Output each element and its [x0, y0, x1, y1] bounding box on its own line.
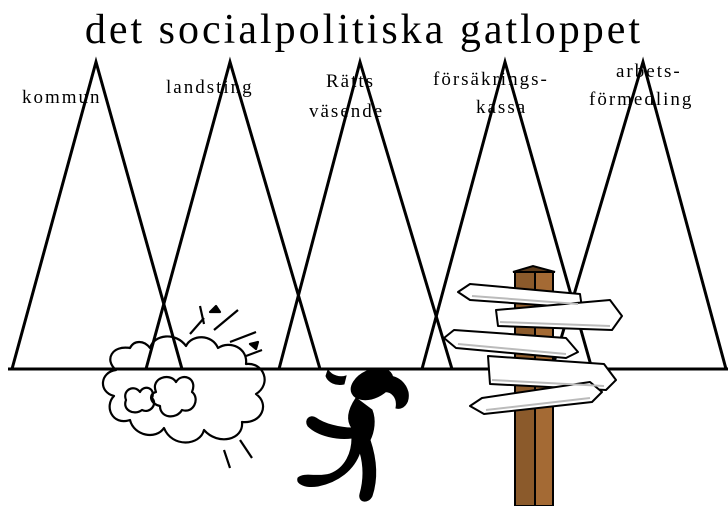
label-kommun: kommun: [22, 87, 102, 108]
label-arbets-line1: arbets-: [616, 61, 682, 82]
diagram-title: det socialpolitiska gatloppet: [84, 7, 644, 53]
label-landsting: landsting: [166, 77, 254, 98]
triangle-kommun: [10, 56, 184, 371]
signpost-icon: [443, 264, 623, 506]
label-arbets-line2: förmedling: [589, 89, 694, 110]
dust-cloud-icon: [101, 304, 266, 469]
label-ratts-line2: väsende: [309, 101, 385, 122]
label-forsakring-line2: kassa: [476, 97, 528, 118]
running-person-icon: [297, 367, 409, 502]
label-forsakring-line1: försäkrings-: [433, 69, 549, 90]
label-ratts-line1: Rätts: [326, 71, 376, 92]
triangle-landsting: [144, 56, 323, 371]
